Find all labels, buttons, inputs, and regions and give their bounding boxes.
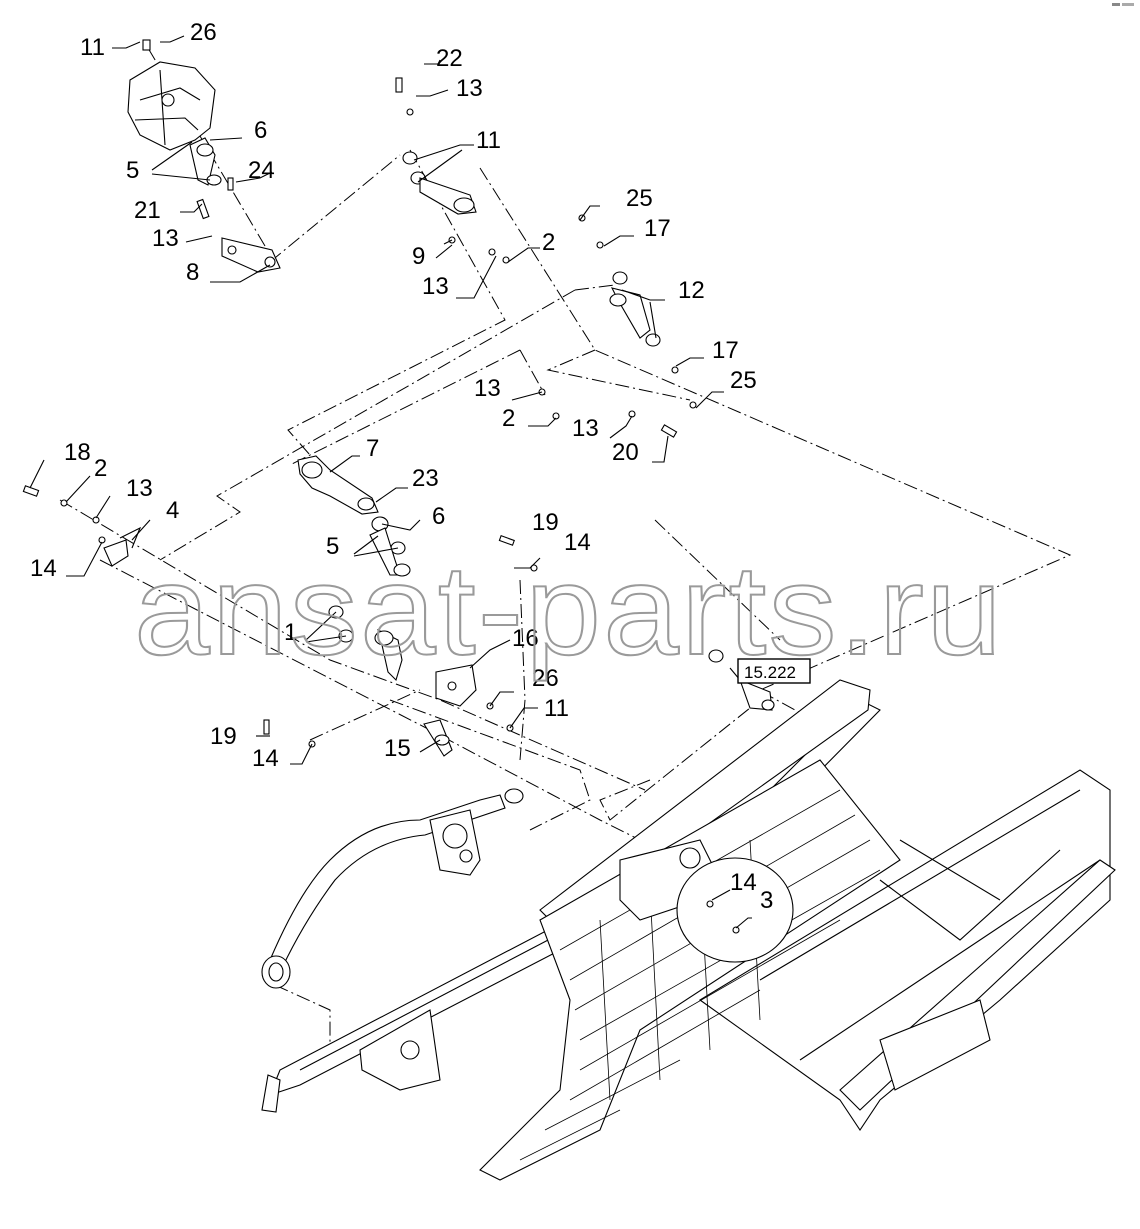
- assembly-lines: [59, 47, 1072, 1070]
- callout-25-b: 25: [730, 367, 757, 394]
- reference-box[interactable]: 15.222: [737, 658, 811, 684]
- callout-9: 9: [412, 243, 425, 270]
- callout-20: 20: [612, 439, 639, 466]
- callout-5-b: 5: [326, 533, 339, 560]
- callout-13-e: 13: [572, 415, 599, 442]
- callout-1: 1: [284, 619, 297, 646]
- callout-21: 21: [134, 197, 161, 224]
- callout-2-a: 2: [542, 229, 555, 256]
- callout-26-b: 26: [532, 665, 559, 692]
- callout-4: 4: [166, 497, 179, 524]
- leader-lines: [29, 35, 752, 929]
- callout-6-b: 6: [432, 503, 445, 530]
- callout-18: 18: [64, 439, 91, 466]
- left-rod-group: [22, 485, 142, 567]
- callout-13-c: 13: [422, 273, 449, 300]
- callout-5-a: 5: [126, 157, 139, 184]
- callout-2-c: 2: [94, 455, 107, 482]
- lower-middle-group: [263, 535, 775, 757]
- callout-11-b: 11: [476, 127, 501, 154]
- callout-17-a: 17: [644, 215, 671, 242]
- callout-6-a: 6: [254, 117, 267, 144]
- callout-16: 16: [512, 625, 539, 652]
- callout-12: 12: [678, 277, 705, 304]
- callout-14-d: 14: [730, 869, 757, 896]
- callout-13-f: 13: [126, 475, 153, 502]
- callout-8: 8: [186, 259, 199, 286]
- header-frame: [261, 679, 1116, 1181]
- callout-14-b: 14: [30, 555, 57, 582]
- callout-26-a: 26: [190, 19, 217, 46]
- callout-19-b: 19: [210, 723, 237, 750]
- callout-13-b: 13: [152, 225, 179, 252]
- upper-right-bracket-group: [578, 214, 697, 409]
- callout-14-c: 14: [252, 745, 279, 772]
- callout-13-a: 13: [456, 75, 483, 102]
- callout-19-a: 19: [532, 509, 559, 536]
- reference-box-label: 15.222: [744, 663, 796, 682]
- callout-23: 23: [412, 465, 439, 492]
- callout-24: 24: [248, 157, 275, 184]
- callout-13-d: 13: [474, 375, 501, 402]
- callout-25-a: 25: [626, 185, 653, 212]
- upper-left-bracket-group: [127, 39, 281, 273]
- callout-11-c: 11: [544, 695, 569, 722]
- watermark: ansat-parts.ru: [134, 539, 1004, 682]
- callout-labels: 11 26 22 13 11 6 5 24 25 21 13 17 2 9 13…: [30, 19, 773, 914]
- callout-14-a: 14: [564, 529, 591, 556]
- callout-3: 3: [760, 887, 773, 914]
- callout-22: 22: [436, 45, 463, 72]
- corner-mark: [1112, 3, 1134, 6]
- callout-11-a: 11: [80, 34, 105, 61]
- callout-7: 7: [366, 435, 379, 462]
- callout-17-b: 17: [712, 337, 739, 364]
- upper-middle-bracket-group: [395, 77, 510, 264]
- callout-15: 15: [384, 735, 411, 762]
- callout-2-b: 2: [502, 405, 515, 432]
